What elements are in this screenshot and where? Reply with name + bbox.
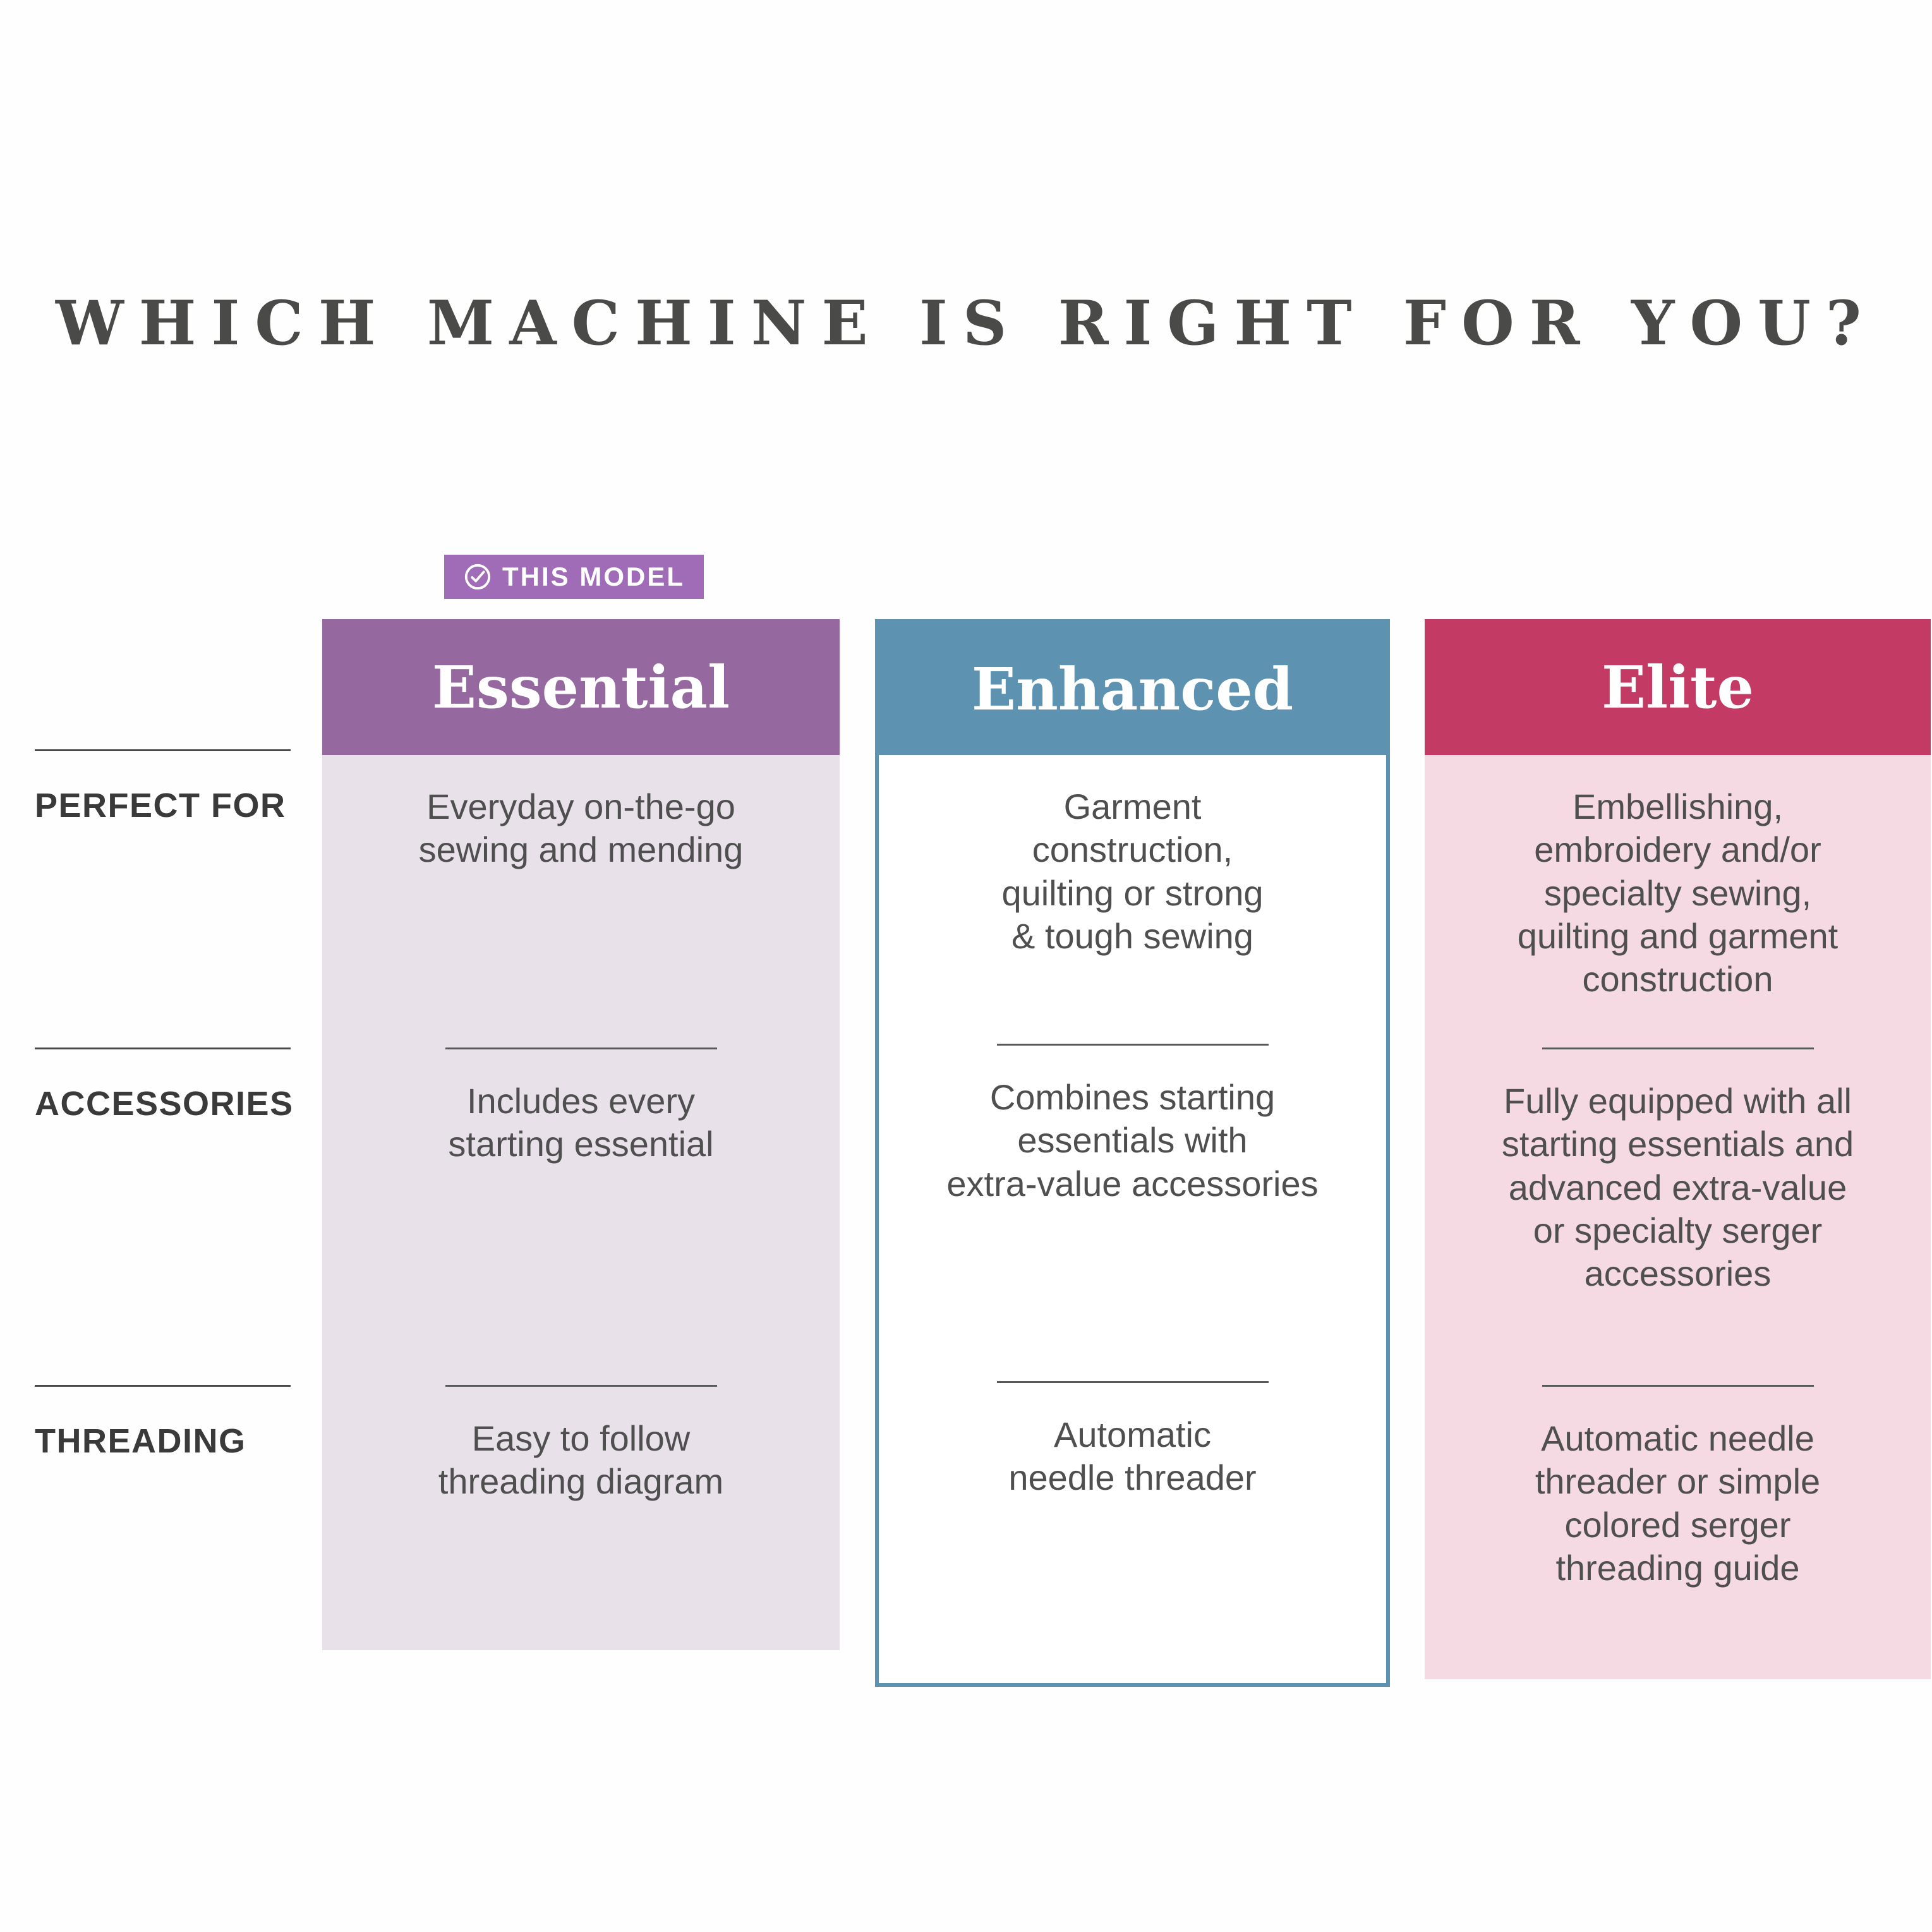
essential-perfect-for-cell: Everyday on-the-go sewing and mending: [322, 755, 840, 1048]
enhanced-threading-cell: Automatic needle threader: [879, 1381, 1386, 1683]
elite-perfect-for-cell: Embellishing, embroidery and/or specialt…: [1425, 755, 1931, 1048]
divider-line: [445, 1048, 717, 1049]
row-label-threading-text: THREADING: [35, 1422, 246, 1460]
column-enhanced-body: Garment construction, quilting or strong…: [879, 755, 1386, 1683]
divider-line: [35, 749, 291, 751]
column-elite: Elite Embellishing, embroidery and/or sp…: [1425, 619, 1931, 1679]
column-essential-title: Essential: [432, 653, 730, 721]
column-essential-body: Everyday on-the-go sewing and mending In…: [322, 755, 840, 1650]
column-elite-title: Elite: [1601, 653, 1754, 721]
row-label-threading: THREADING: [35, 1385, 291, 1461]
enhanced-threading-text: Automatic needle threader: [1008, 1415, 1257, 1498]
elite-accessories-cell: Fully equipped with all starting essenti…: [1425, 1048, 1931, 1385]
essential-accessories-text: Includes every starting essential: [448, 1081, 714, 1164]
column-enhanced-header: Enhanced: [879, 623, 1386, 755]
column-enhanced: Enhanced Garment construction, quilting …: [875, 619, 1390, 1687]
enhanced-accessories-text: Combines starting essentials with extra-…: [946, 1077, 1319, 1204]
check-circle-icon: [463, 562, 492, 591]
enhanced-perfect-for-cell: Garment construction, quilting or strong…: [879, 755, 1386, 1044]
row-label-perfect-for-text: PERFECT FOR: [35, 787, 286, 824]
elite-perfect-for-text: Embellishing, embroidery and/or specialt…: [1517, 787, 1838, 999]
row-label-perfect-for: PERFECT FOR: [35, 749, 291, 825]
row-label-accessories: ACCESSORIES: [35, 1048, 294, 1123]
divider-line: [35, 1385, 291, 1387]
essential-threading-cell: Easy to follow threading diagram: [322, 1385, 840, 1650]
essential-perfect-for-text: Everyday on-the-go sewing and mending: [418, 787, 744, 870]
elite-accessories-text: Fully equipped with all starting essenti…: [1501, 1081, 1854, 1294]
column-essential: Essential Everyday on-the-go sewing and …: [322, 619, 840, 1650]
divider-line: [1542, 1048, 1814, 1049]
page-title: WHICH MACHINE IS RIGHT FOR YOU?: [55, 287, 1877, 359]
elite-threading-text: Automatic needle threader or simple colo…: [1535, 1418, 1821, 1588]
enhanced-perfect-for-text: Garment construction, quilting or strong…: [1001, 787, 1264, 956]
divider-line: [996, 1044, 1269, 1046]
divider-line: [35, 1048, 291, 1049]
this-model-badge-label: THIS MODEL: [502, 562, 685, 591]
essential-accessories-cell: Includes every starting essential: [322, 1048, 840, 1385]
enhanced-accessories-cell: Combines starting essentials with extra-…: [879, 1044, 1386, 1381]
elite-threading-cell: Automatic needle threader or simple colo…: [1425, 1385, 1931, 1679]
column-essential-header: Essential: [322, 619, 840, 755]
divider-line: [996, 1381, 1269, 1383]
essential-threading-text: Easy to follow threading diagram: [438, 1418, 724, 1502]
this-model-badge: THIS MODEL: [444, 555, 704, 599]
divider-line: [445, 1385, 717, 1387]
row-label-accessories-text: ACCESSORIES: [35, 1085, 294, 1123]
column-enhanced-title: Enhanced: [971, 655, 1294, 723]
column-elite-body: Embellishing, embroidery and/or specialt…: [1425, 755, 1931, 1679]
divider-line: [1542, 1385, 1814, 1387]
column-elite-header: Elite: [1425, 619, 1931, 755]
